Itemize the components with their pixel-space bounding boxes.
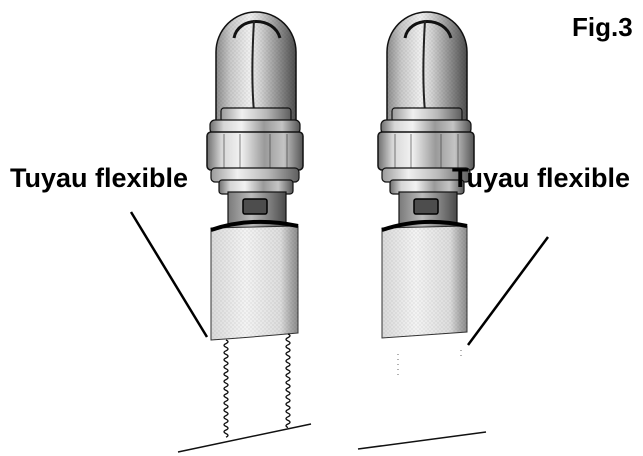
halftone-texture [216,12,296,122]
figure-number: Fig.3 [572,12,633,42]
nut-facet-lines [223,134,288,168]
halftone-texture [211,226,298,340]
leader-line-right [466,236,550,346]
cap-bend-seam [403,20,453,39]
hose-spring-wall-right [285,333,291,429]
hose-trace-dots [397,350,462,378]
connector-left [206,11,304,341]
connector-right [377,11,475,339]
hose-rim [210,219,299,232]
halftone-texture [387,12,467,122]
nut-facet-lines [394,134,459,168]
cap-center-line [251,19,255,113]
ground-line-left [177,423,312,453]
cap-bend-seam [232,20,282,39]
hose-rim [381,219,468,232]
cap-center-line [422,19,426,113]
release-window [413,198,439,215]
hose-spring-wall-left [223,339,229,438]
release-window [242,198,268,215]
ground-line-right [357,431,487,450]
lock-nut [206,131,304,171]
halftone-texture [382,226,467,338]
leader-line-left [129,211,209,338]
hose-label-left: Tuyau flexible [10,163,189,193]
hose-label-right: Tuyau flexible [452,163,631,193]
